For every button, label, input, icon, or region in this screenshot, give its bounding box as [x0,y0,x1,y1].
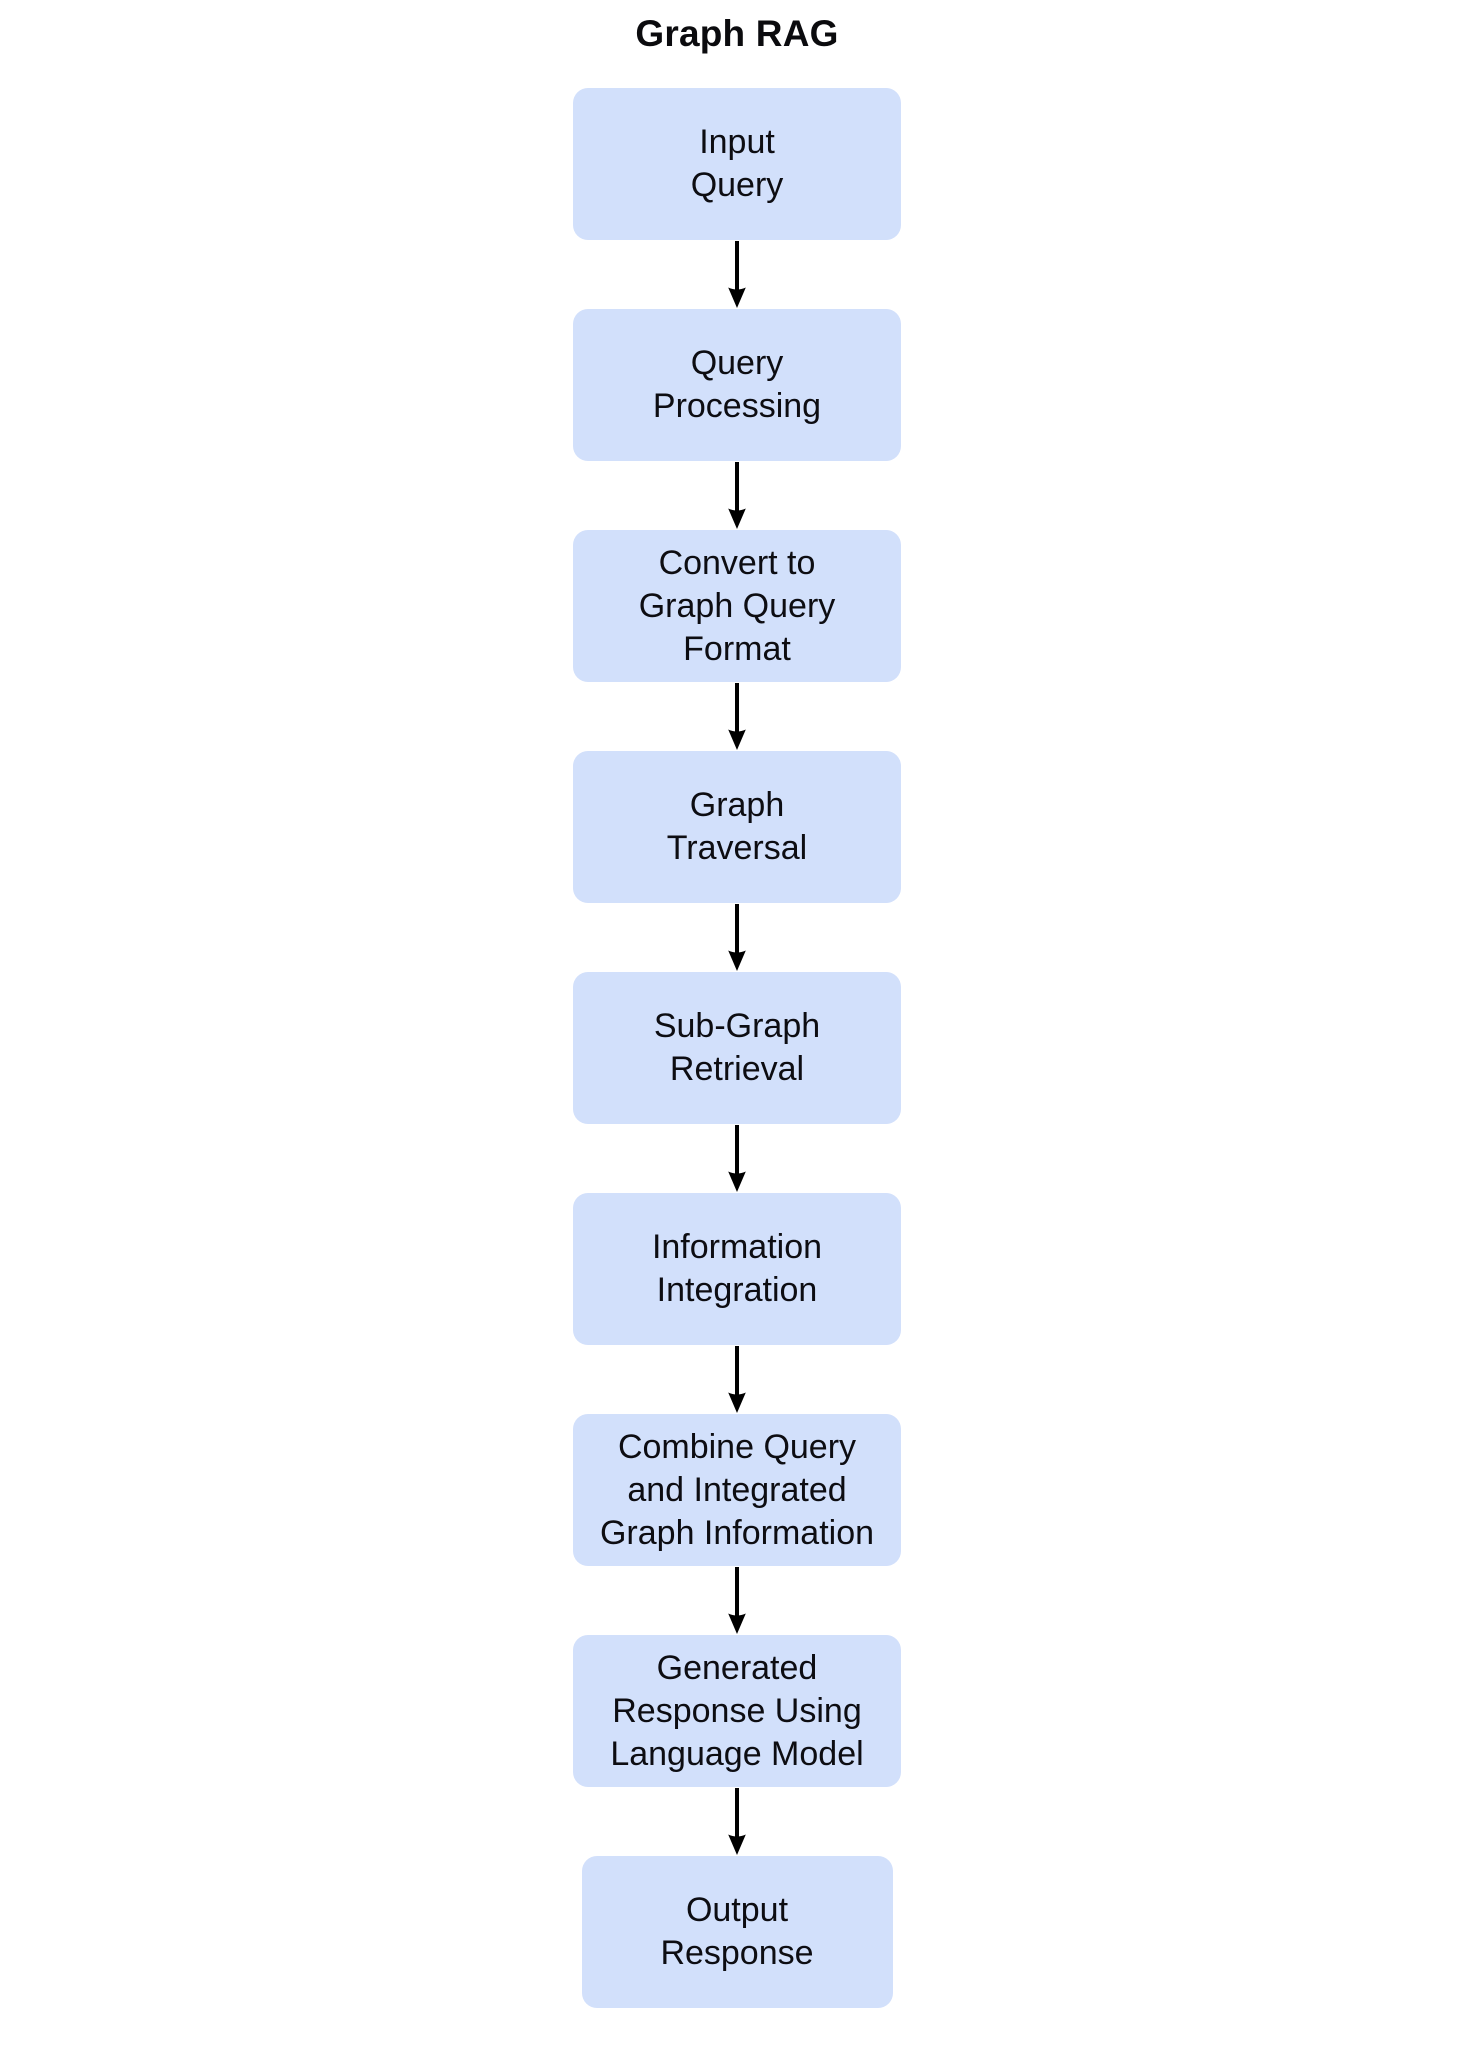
flow-arrow-down-icon [728,241,746,308]
flowchart-node-combine-query-and-integrated-graph-information: Combine Query and Integrated Graph Infor… [573,1414,901,1566]
diagram-title: Graph RAG [635,13,839,54]
flow-arrow-down-icon [728,1788,746,1855]
flowchart-node-output-response: Output Response [581,1856,893,2008]
flow-arrow-down-icon [728,1125,746,1192]
flowchart-node-sub-graph-retrieval: Sub-Graph Retrieval [573,972,901,1124]
flowchart-node-generated-response-using-language-model: Generated Response Using Language Model [573,1635,901,1787]
flowchart-node-query-processing: Query Processing [573,309,901,461]
flowchart-node-information-integration: Information Integration [573,1193,901,1345]
flow-arrow-down-icon [728,683,746,750]
flowchart-node-graph-traversal: Graph Traversal [573,751,901,903]
flowchart-node-input-query: Input Query [573,88,901,240]
flow-arrow-down-icon [728,1567,746,1634]
flow-arrow-down-icon [728,904,746,971]
flow-arrow-down-icon [728,1346,746,1413]
flow-arrow-down-icon [728,462,746,529]
flowchart-node-convert-to-graph-query-format: Convert to Graph Query Format [573,530,901,682]
